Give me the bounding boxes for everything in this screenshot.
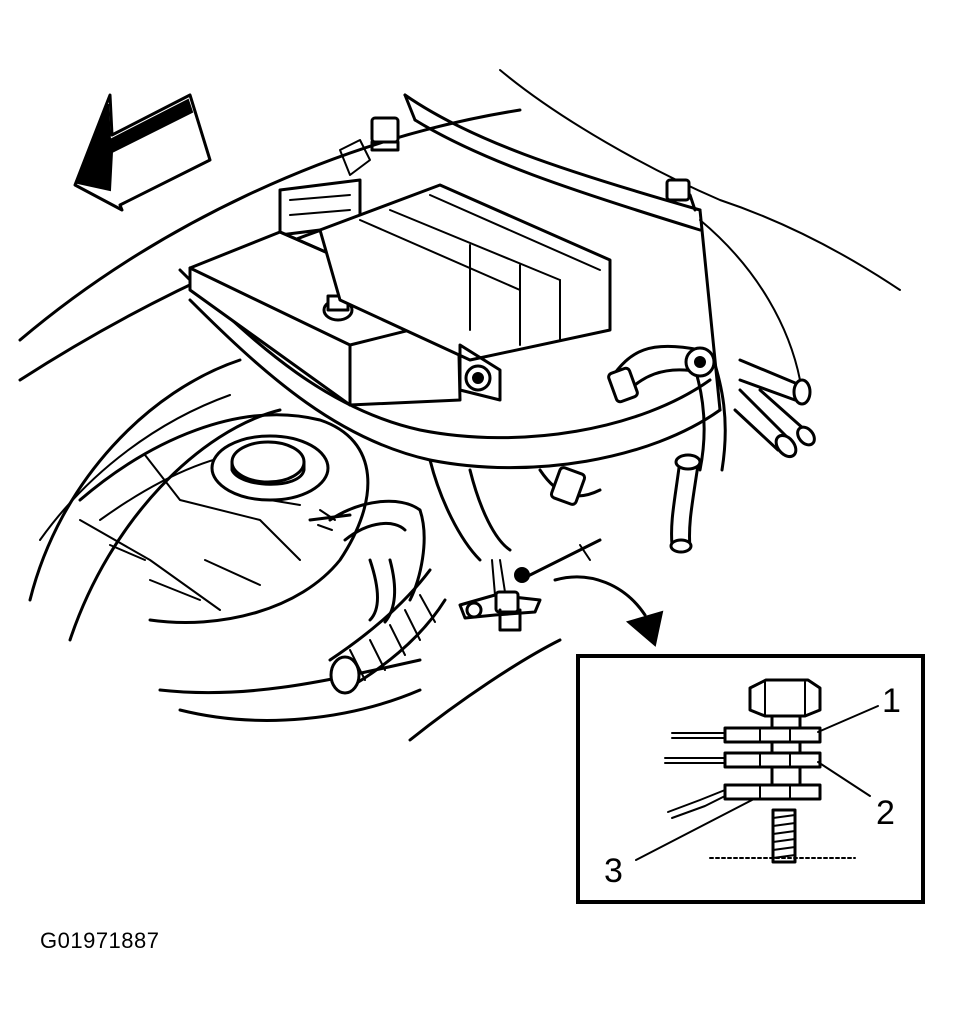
ground-strap-location [308, 509, 602, 632]
leader-line-3 [635, 799, 753, 861]
forward-direction-arrow [73, 93, 212, 212]
figure-code: G01971887 [40, 928, 160, 953]
detail-pointer-arrow [553, 575, 664, 647]
ground-terminal-3 [667, 783, 822, 819]
callout-label-1: 1 [882, 682, 901, 720]
mounting-bolt-top [339, 116, 400, 176]
leader-line-1 [817, 705, 879, 733]
stud-threads [709, 808, 856, 864]
fender-outline [18, 69, 901, 742]
detail-inset: 1 2 3 [576, 654, 925, 904]
ground-terminal-2 [664, 740, 822, 787]
underhood-fuse-block [318, 183, 612, 402]
callout-label-2: 2 [876, 794, 895, 832]
upper-radiator-hose [607, 344, 727, 472]
lower-radiator-hose [328, 458, 602, 695]
coolant-reservoir [78, 413, 370, 624]
callout-label-3: 3 [604, 852, 623, 890]
heater-hoses [669, 358, 816, 554]
leader-line-2 [817, 761, 871, 797]
